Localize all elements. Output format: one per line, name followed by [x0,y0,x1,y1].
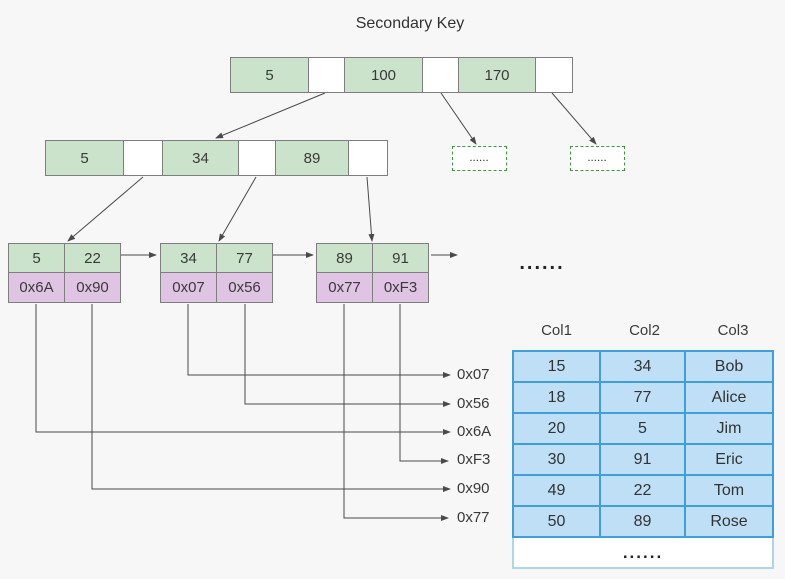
internal-key-cell: 89 [276,141,349,176]
root-pointer-cell [423,58,459,93]
table-cell: 20 [512,412,601,445]
leaf-node-2: 34 77 0x07 0x56 [160,243,273,303]
root-pointer-cell [309,58,345,93]
table-row: 30 91 Eric [512,443,774,476]
arrow-pointer-0x77 [343,304,449,521]
table-cell: Tom [684,474,774,507]
internal-node: 5 34 89 [45,140,388,176]
arrow-root-to-internal [215,92,326,139]
arrow-internal-to-leaf-3 [366,176,375,242]
table-cell: Alice [684,381,774,414]
table-row: 50 89 Rose [512,505,774,538]
table-cell: 18 [512,381,601,414]
address-label: 0x90 [457,480,490,497]
root-pointer-cell [536,58,573,93]
leaf-pointer-cell: 0xF3 [373,273,429,303]
table-cell: 77 [599,381,686,414]
table-ellipsis-row: ...... [512,536,774,569]
leaf-node-1: 5 22 0x6A 0x90 [8,243,121,303]
root-key-cell: 5 [231,58,309,93]
table-cell: 22 [599,474,686,507]
table-column-header: Col2 [629,322,660,339]
leaf-key-cell: 5 [9,244,65,273]
arrow-pointer-0x6A [35,304,451,435]
table-cell: 50 [512,505,601,538]
table-row: 18 77 Alice [512,381,774,414]
arrow-pointer-0xF3 [399,304,449,464]
table-cell: 5 [599,412,686,445]
table-cell: 49 [512,474,601,507]
leaf-chain-ellipsis: ...... [519,252,565,274]
table-header-row: Col1 Col2 Col3 [512,322,778,339]
address-label: 0x77 [457,509,490,526]
root-node: 5 100 170 [230,57,573,93]
table-cell: Eric [684,443,774,476]
arrow-root-to-dotted-2 [551,92,597,145]
table-cell: Bob [684,350,774,383]
dotted-placeholder-node: ...... [452,146,507,171]
table-cell: Jim [684,412,774,445]
table-cell: 15 [512,350,601,383]
internal-pointer-cell [349,141,388,176]
leaf-node-3: 89 91 0x77 0xF3 [316,243,429,303]
table-cell: Rose [684,505,774,538]
address-label: 0xF3 [457,451,491,468]
table-cell: 30 [512,443,601,476]
arrow-internal-to-leaf-1 [67,176,144,242]
diagram-title: Secondary Key [355,15,465,32]
leaf-key-cell: 34 [161,244,217,273]
internal-key-cell: 34 [163,141,239,176]
table-column-header: Col3 [717,322,749,339]
address-label: 0x07 [457,366,490,383]
leaf-pointer-cell: 0x56 [217,273,273,303]
leaf-pointer-cell: 0x07 [161,273,217,303]
table-cell: 89 [599,505,686,538]
arrow-pointer-0x56 [244,304,451,407]
leaf-pointer-cell: 0x6A [9,273,65,303]
root-key-cell: 170 [459,58,536,93]
internal-pointer-cell [239,141,276,176]
internal-key-cell: 5 [46,141,124,176]
leaf-key-cell: 89 [317,244,373,273]
address-label: 0x56 [457,395,490,412]
table-row: 20 5 Jim [512,412,774,445]
leaf-pointer-cell: 0x77 [317,273,373,303]
dotted-placeholder-node: ...... [570,146,625,171]
data-table: 15 34 Bob 18 77 Alice 20 5 Jim 30 91 Eri… [512,350,774,569]
address-label: 0x6A [457,423,492,440]
arrow-pointer-0x07 [187,304,451,378]
arrow-internal-to-leaf-2 [218,176,257,242]
table-column-header: Col1 [541,322,572,339]
internal-pointer-cell [124,141,163,176]
leaf-key-cell: 91 [373,244,429,273]
table-ellipsis-cell: ...... [512,536,774,569]
leaf-key-cell: 77 [217,244,273,273]
table-cell: 91 [599,443,686,476]
table-row: 15 34 Bob [512,350,774,383]
table-row: 49 22 Tom [512,474,774,507]
leaf-key-cell: 22 [65,244,121,273]
arrow-root-to-dotted-1 [440,92,477,145]
table-cell: 34 [599,350,686,383]
arrow-pointer-0x90 [91,304,451,492]
root-key-cell: 100 [345,58,423,93]
leaf-pointer-cell: 0x90 [65,273,121,303]
